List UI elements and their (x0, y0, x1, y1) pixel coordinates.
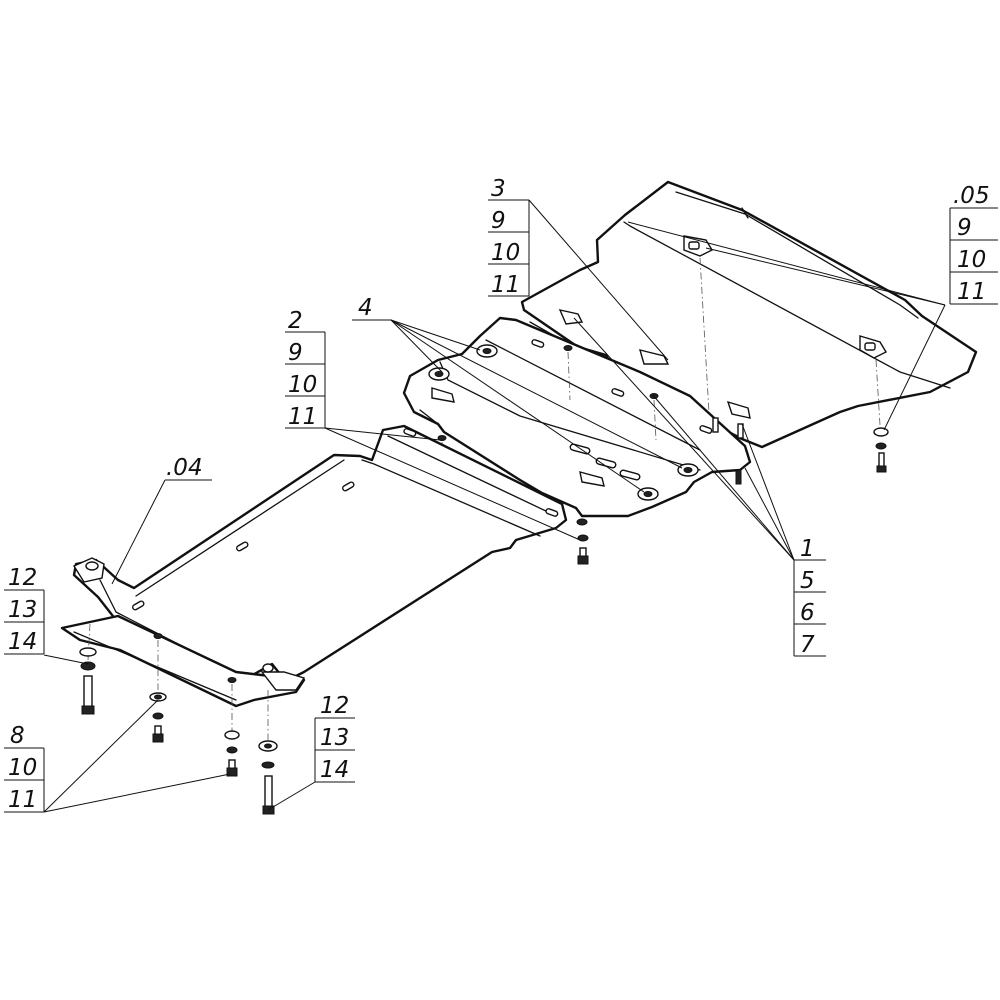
callout-8-label-1: 10 (8, 755, 37, 781)
callout-3-label-2: 10 (491, 240, 520, 266)
callout-12-right: 12 13 14 (314, 693, 355, 783)
callout-12-left-label-1: 13 (8, 597, 37, 623)
callout-8: 8 10 11 (4, 723, 45, 813)
callout-05-label-2: 10 (957, 247, 986, 273)
callout-2-label-2: 10 (288, 372, 317, 398)
callout-1-label-1: 5 (800, 568, 815, 594)
callout-2-label-3: 11 (288, 404, 317, 430)
callout-8-label-2: 11 (8, 787, 37, 813)
callout-12-left-label-2: 14 (8, 629, 37, 655)
plate-04 (60, 424, 568, 740)
callout-05-label-0: .05 (953, 183, 990, 209)
callout-4-label-0: 4 (358, 295, 373, 321)
callout-12-left-label-0: 12 (8, 565, 37, 591)
callout-12-right-label-1: 13 (320, 725, 349, 751)
leader-lines (43, 199, 946, 813)
callout-1-label-2: 6 (800, 600, 815, 626)
callout-04: .04 (165, 455, 212, 481)
callout-1-label-0: 1 (800, 536, 815, 562)
callout-2: 2 9 10 11 (285, 308, 326, 430)
callout-8-label-0: 8 (10, 723, 25, 749)
callout-1-label-3: 7 (800, 632, 815, 658)
callout-1: 1 5 6 7 (793, 536, 826, 658)
callout-2-label-0: 2 (288, 308, 303, 334)
callout-05: .05 9 10 11 (949, 183, 998, 305)
callout-3-label-1: 9 (491, 208, 506, 234)
callout-4: 4 (352, 295, 391, 321)
callout-2-label-1: 9 (288, 340, 303, 366)
callout-3-label-0: 3 (491, 176, 506, 202)
callout-3: 3 9 10 11 (488, 176, 530, 298)
callout-12-right-label-0: 12 (320, 693, 349, 719)
callout-05-label-1: 9 (957, 215, 972, 241)
callout-12-left: 12 13 14 (4, 565, 45, 655)
callout-12-right-label-2: 14 (320, 757, 349, 783)
callout-04-label-0: .04 (166, 455, 203, 481)
callout-05-label-3: 11 (957, 279, 986, 305)
callout-3-label-3: 11 (491, 272, 520, 298)
